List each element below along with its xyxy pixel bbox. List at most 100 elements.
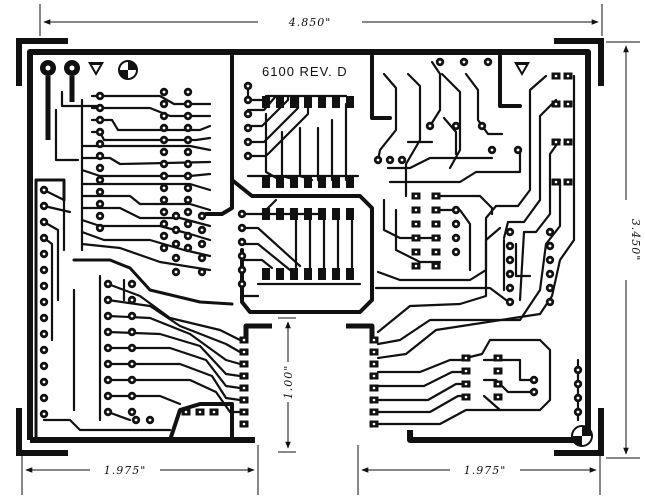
ic-pad [197,267,207,277]
ic-pad [411,234,421,242]
via-pad [209,408,219,416]
ic-pad [159,123,169,133]
ic-pad [159,159,169,169]
ic-pad [183,99,193,109]
corner-marks [16,38,604,456]
ic-pad [451,205,461,215]
ic-pad [505,297,515,307]
ic-footprint-top [262,96,354,188]
slot-connector-pad [369,396,379,404]
resistor-pad [493,354,503,362]
edge-connector-pad [39,265,49,275]
ic-pad [237,237,247,247]
slot-connector-pad [369,420,379,428]
ic-pad [237,209,247,219]
ic-pad [545,227,555,237]
slot-connector-pad [369,336,379,344]
slot-connector-pad [369,360,379,368]
ic-pad [171,225,181,235]
slot-connector-pad [369,384,379,392]
slot-connector-pad [239,372,249,380]
resistor-pad [95,151,105,161]
resistor-pad [493,380,503,388]
ic-pad [171,267,181,277]
resistor-pad [103,407,113,417]
resistor-pad [461,380,471,388]
ic-pad [171,253,181,263]
edge-connector-pad [39,345,49,355]
edge-connector-pad [39,313,49,323]
mounting-pads [40,60,80,140]
ic-pad [505,255,515,265]
ic-pad [505,269,515,279]
resistor-pad [95,175,105,185]
dimension-lines [21,4,640,495]
ic-pad [431,248,441,256]
fiducial-marks [88,60,593,447]
ic-pad [505,227,515,237]
bottom-right-dimension-label: 1.975" [464,464,507,477]
via-pad [459,57,469,67]
ic-pad [243,109,253,119]
resistor-pad [95,115,105,125]
ic-pad [411,220,421,228]
via-pad [195,408,205,416]
via-pad [483,57,493,67]
board-outline [27,49,591,443]
via-pad [131,415,141,425]
ic-pad [431,206,441,214]
edge-connector-pad [39,185,49,195]
resistor-pad [103,311,113,321]
slot-connector-pad [239,408,249,416]
ic-pad [243,137,253,147]
resistor-pad [551,178,561,186]
edge-connector-pad [573,393,583,403]
resistor-pad [103,327,113,337]
ic-pad [545,297,555,307]
ic-pad [183,87,193,97]
ic-pad [159,111,169,121]
resistor-pad [127,327,137,337]
ic-pad [171,239,181,249]
resistor-pad [127,343,137,353]
ic-pad [159,231,169,241]
ic-pad [183,111,193,121]
slot-connector-pad [369,348,379,356]
ic-pad [243,81,253,91]
resistor-pad [95,91,105,101]
via-pad [145,415,155,425]
ic-pad [243,123,253,133]
ic-pad [237,265,247,275]
resistor-pad [493,367,503,375]
resistor-pad [95,223,105,233]
resistor-pad [461,354,471,362]
resistor-pad [103,295,113,305]
resistor-pad [127,359,137,369]
edge-connector-pad [39,329,49,339]
ic-pad [159,219,169,229]
slot-connector-pad [239,420,249,428]
ic-pad [159,99,169,109]
slot-connector-pad [239,360,249,368]
resistor-pad [103,359,113,369]
edge-connector-pad [573,365,583,375]
ic-pad [431,220,441,228]
edge-connector-pad [39,249,49,259]
ic-pad [159,135,169,145]
resistor-pad [529,387,539,397]
ic-pad [451,219,461,229]
slot-connector-pad [369,408,379,416]
ic-pad [451,233,461,243]
slot-connector-pad [239,396,249,404]
ic-pad [183,243,193,253]
ic-pad [159,207,169,217]
ic-pad [159,171,169,181]
resistor-pad [551,100,561,108]
via-pad [487,145,497,155]
resistor-pad [127,391,137,401]
via-pad [373,155,383,165]
ic-pad [183,171,193,181]
ic-pad [545,241,555,251]
via-pad [513,145,523,155]
resistor-pad [529,375,539,385]
